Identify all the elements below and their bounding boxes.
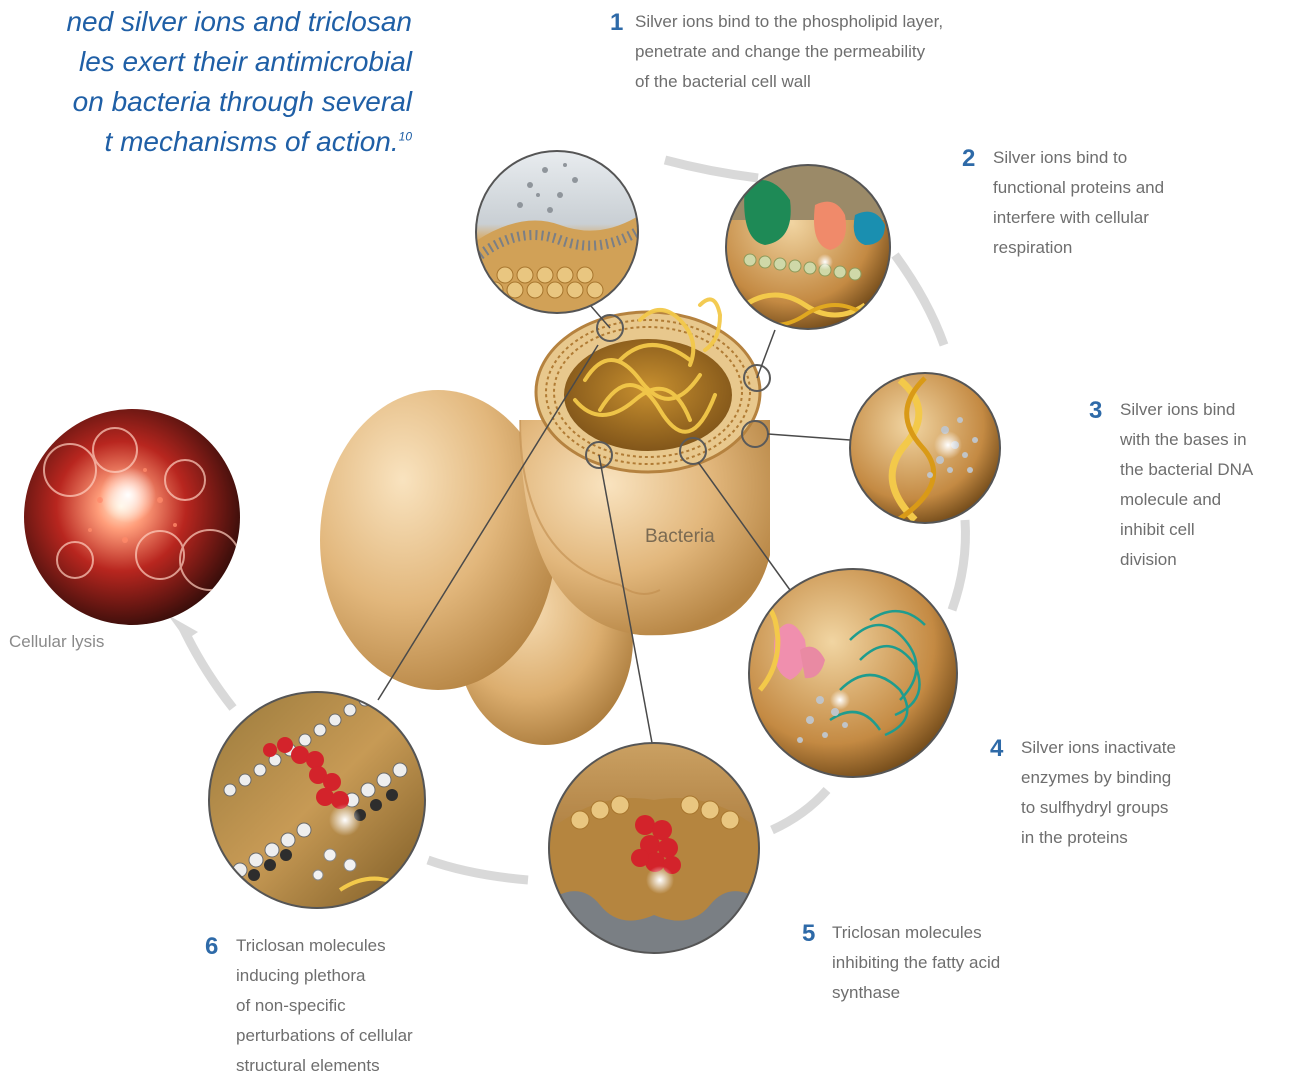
step-6: 6 Triclosan molecules inducing plethora …	[205, 937, 413, 1081]
step-3: 3 Silver ions bind with the bases in the…	[1089, 401, 1253, 575]
cellular-lysis-label: Cellular lysis	[9, 632, 104, 652]
step-2-number: 2	[962, 145, 987, 173]
step-4-description: Silver ions inactivate enzymes by bindin…	[1021, 733, 1176, 853]
step-3-description: Silver ions bind with the bases in the b…	[1120, 395, 1253, 575]
step-4: 4 Silver ions inactivate enzymes by bind…	[990, 739, 1176, 853]
micrograph-5	[549, 743, 760, 960]
bacteria-illustration	[320, 299, 770, 745]
micrograph-1	[470, 151, 640, 320]
micrograph-4	[745, 569, 957, 777]
step-1-number: 1	[610, 9, 635, 37]
step-1-description: Silver ions bind to the phospholipid lay…	[635, 7, 943, 97]
step-6-description: Triclosan molecules inducing plethora of…	[236, 931, 413, 1081]
micrograph-2	[720, 160, 915, 329]
micrograph-6	[209, 684, 425, 908]
step-2: 2 Silver ions bind to functional protein…	[962, 149, 1164, 263]
step-2-description: Silver ions bind to functional proteins …	[993, 143, 1164, 263]
step-5: 5 Triclosan molecules inhibiting the fat…	[802, 924, 1000, 1008]
step-4-number: 4	[990, 735, 1015, 763]
micrograph-3	[850, 373, 1000, 523]
step-5-description: Triclosan molecules inhibiting the fatty…	[832, 918, 1000, 1008]
step-3-number: 3	[1089, 397, 1114, 425]
bacteria-label: Bacteria	[645, 526, 715, 548]
lysis-illustration	[24, 409, 240, 625]
step-6-number: 6	[205, 933, 230, 961]
step-5-number: 5	[802, 920, 827, 948]
step-1: 1 Silver ions bind to the phospholipid l…	[610, 13, 943, 97]
